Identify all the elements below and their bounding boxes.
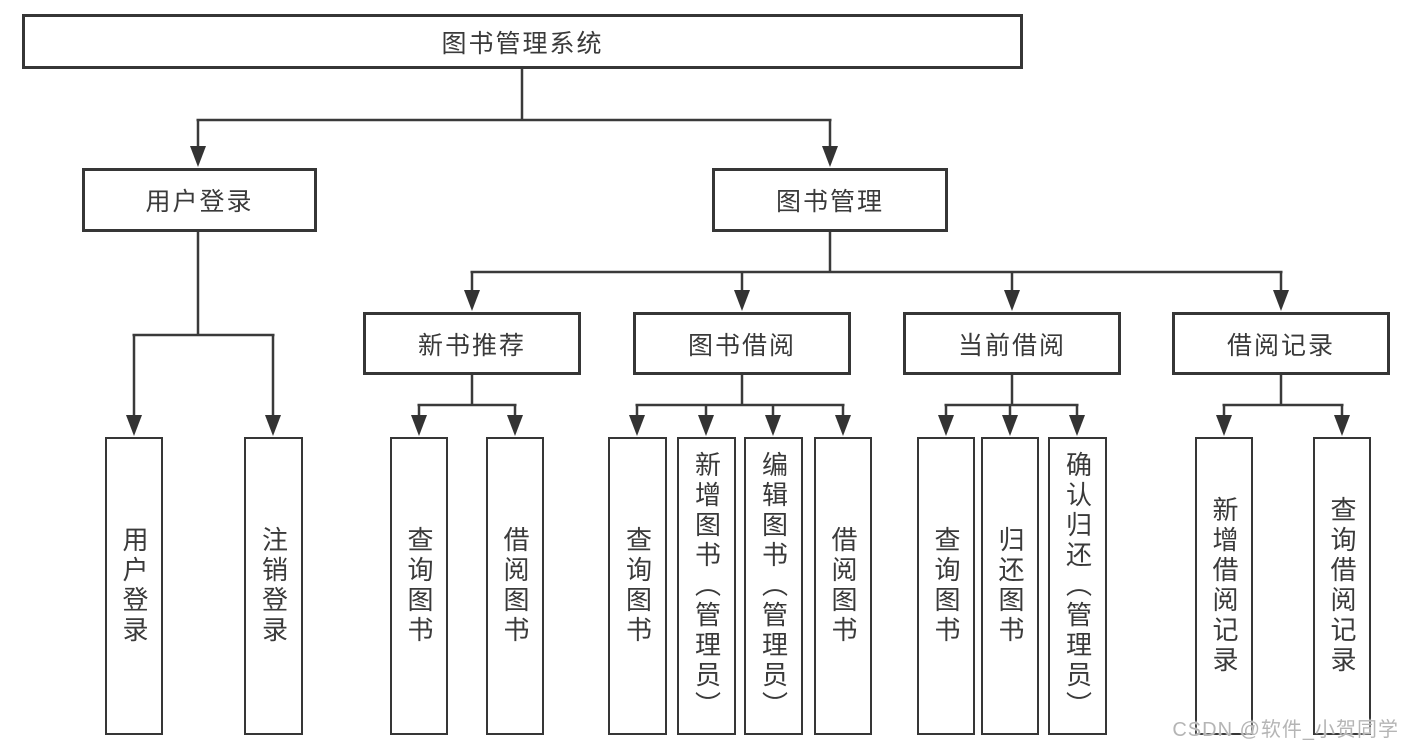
- leaf-label: 新增图书（管理员）: [691, 451, 722, 721]
- leaf-cb-return-book: 归还图书: [981, 437, 1039, 735]
- node-label: 图书管理: [775, 188, 884, 216]
- leaf-br-query-record: 查询借阅记录: [1313, 437, 1371, 735]
- node-user-login: 用户登录: [82, 168, 317, 232]
- leaf-label: 新增借阅记录: [1209, 496, 1239, 676]
- leaf-label: 借阅图书: [500, 526, 530, 646]
- node-new-book-recommend: 新书推荐: [363, 312, 581, 375]
- leaf-label: 用户登录: [119, 526, 149, 646]
- node-library-management-system: 图书管理系统: [22, 14, 1023, 69]
- leaf-bb-borrow-book: 借阅图书: [814, 437, 872, 735]
- leaf-logout: 注销登录: [244, 437, 303, 735]
- leaf-label: 借阅图书: [828, 526, 858, 646]
- leaf-cb-query-book: 查询图书: [917, 437, 975, 735]
- node-current-borrow: 当前借阅: [903, 312, 1121, 375]
- leaf-nbr-query-book: 查询图书: [390, 437, 448, 735]
- node-label: 当前借阅: [957, 331, 1066, 360]
- node-label: 图书借阅: [687, 331, 796, 360]
- leaf-bb-add-book-admin: 新增图书（管理员）: [677, 437, 736, 735]
- arrowheads: [126, 146, 1350, 436]
- node-label: 借阅记录: [1226, 331, 1335, 360]
- leaf-label: 查询图书: [404, 526, 434, 646]
- node-label: 新书推荐: [417, 331, 526, 360]
- leaf-bb-edit-book-admin: 编辑图书（管理员）: [744, 437, 803, 735]
- leaf-label: 注销登录: [258, 526, 289, 646]
- leaf-label: 归还图书: [995, 526, 1025, 646]
- node-label: 图书管理系统: [441, 29, 604, 58]
- leaf-label: 查询图书: [622, 526, 653, 646]
- node-label: 用户登录: [145, 188, 254, 216]
- leaf-user-login: 用户登录: [105, 437, 163, 735]
- leaf-cb-confirm-return-admin: 确认归还（管理员）: [1048, 437, 1107, 735]
- node-book-borrow: 图书借阅: [633, 312, 851, 375]
- leaf-br-add-record: 新增借阅记录: [1195, 437, 1253, 735]
- leaf-bb-query-book: 查询图书: [608, 437, 667, 735]
- leaf-label: 查询图书: [931, 526, 961, 646]
- leaf-label: 查询借阅记录: [1327, 496, 1357, 676]
- node-book-management: 图书管理: [712, 168, 948, 232]
- node-borrow-records: 借阅记录: [1172, 312, 1390, 375]
- csdn-watermark: CSDN @软件_小贺同学: [1172, 719, 1399, 741]
- leaf-label: 编辑图书（管理员）: [758, 451, 789, 721]
- leaf-nbr-borrow-book: 借阅图书: [486, 437, 544, 735]
- leaf-label: 确认归还（管理员）: [1062, 451, 1093, 721]
